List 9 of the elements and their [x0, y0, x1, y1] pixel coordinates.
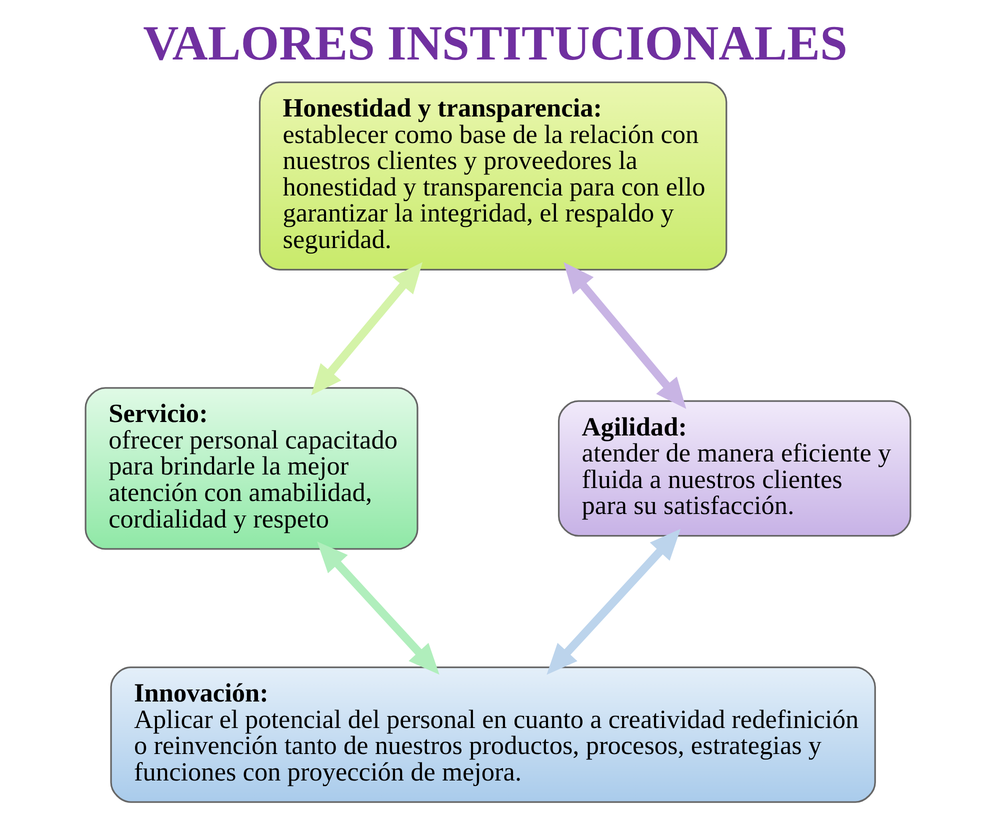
arrow	[316, 541, 439, 675]
arrow	[310, 262, 422, 396]
diagram-title: VALORES INSTITUCIONALES	[142, 15, 847, 70]
arrow	[563, 262, 686, 409]
node-box: Agilidad: atender de manera eficiente y fluida a nuestros clientes para su satisfacción.	[557, 400, 911, 537]
node-box: Honestidad y transparencia: establecer como base de la relación con nuestros clientes y proveedores la honestidad y transparencia para con ello garantizar la integridad, el respaldo y seguridad.	[258, 82, 727, 270]
arrow	[546, 528, 680, 675]
node-box: Innovación: Aplicar el potencial del personal en cuanto a creatividad redefinición o reinvención tanto de nuestros productos, procesos, estrategias y funciones con proyección de mejora.	[110, 666, 876, 803]
node-box: Servicio: ofrecer personal capacitado para brindarle la mejor atención con amabilidad, cordialidad y respeto	[84, 387, 418, 550]
